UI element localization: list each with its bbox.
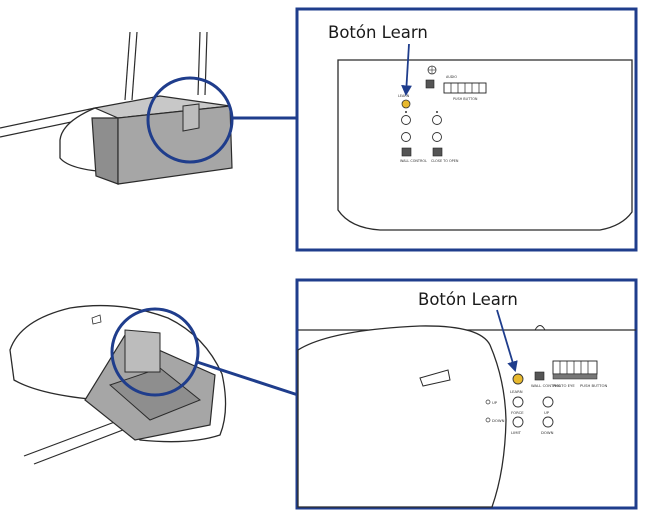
- opener-top-illustration: [0, 31, 233, 185]
- learn-label-bottom: LEARN: [510, 389, 523, 394]
- learn-label-top: LEARN: [398, 94, 410, 98]
- callout-arrow-bottom: [496, 309, 518, 373]
- round-button: [401, 132, 411, 142]
- down-label: DOWN: [541, 430, 554, 435]
- limit-label: LIMIT: [511, 430, 522, 435]
- leader-line-bottom: [196, 360, 299, 397]
- callout-learn-bottom: Botón Learn: [418, 290, 518, 309]
- close-to-open-connector: [432, 147, 443, 157]
- magnifier-circle-bottom: [110, 307, 200, 397]
- round-button: [512, 396, 524, 408]
- control-board-bottom: LEARN WALL CONTROL PHOTO EYE PUSH BUTTON…: [297, 325, 636, 508]
- push-button-label-top: PUSH BUTTON: [453, 97, 478, 101]
- wall-control-label: WALL CONTROL: [400, 159, 427, 163]
- force-label: FORCE: [511, 410, 524, 415]
- wall-control-connector: [401, 147, 412, 157]
- round-button: [542, 396, 554, 408]
- down-label-left: DOWN: [492, 418, 505, 423]
- wall-control-label-bottom: WALL CONTROL: [531, 383, 562, 388]
- round-button: [512, 416, 524, 428]
- learn-button-indicator: [401, 99, 411, 109]
- callout-learn-top: Botón Learn: [328, 23, 428, 42]
- round-button: [432, 115, 442, 125]
- led-indicator: [485, 399, 491, 405]
- wall-control-connector-bottom: [534, 371, 545, 381]
- round-button: [542, 416, 554, 428]
- small-connector: [425, 79, 435, 89]
- close-to-open-label: CLOSE TO OPEN: [431, 159, 459, 163]
- terminal-block-bottom: [552, 360, 598, 375]
- up-label: UP: [544, 410, 550, 415]
- audio-label: AUDIO: [446, 75, 457, 79]
- push-button-label-bottom: PUSH BUTTON: [580, 383, 607, 388]
- round-button: [432, 132, 442, 142]
- callout-arrow-top: [401, 43, 412, 97]
- learn-button-indicator-bottom: [512, 373, 524, 385]
- up-label-left: UP: [492, 400, 498, 405]
- led-indicator: [485, 417, 491, 423]
- magnifier-circle-top: [146, 76, 234, 164]
- round-button: [401, 115, 411, 125]
- control-board-top: LEARN WALL CONTROL CLOSE TO OPEN AUDIO P…: [337, 59, 633, 231]
- photo-eye-label: PHOTO EYE: [553, 383, 575, 388]
